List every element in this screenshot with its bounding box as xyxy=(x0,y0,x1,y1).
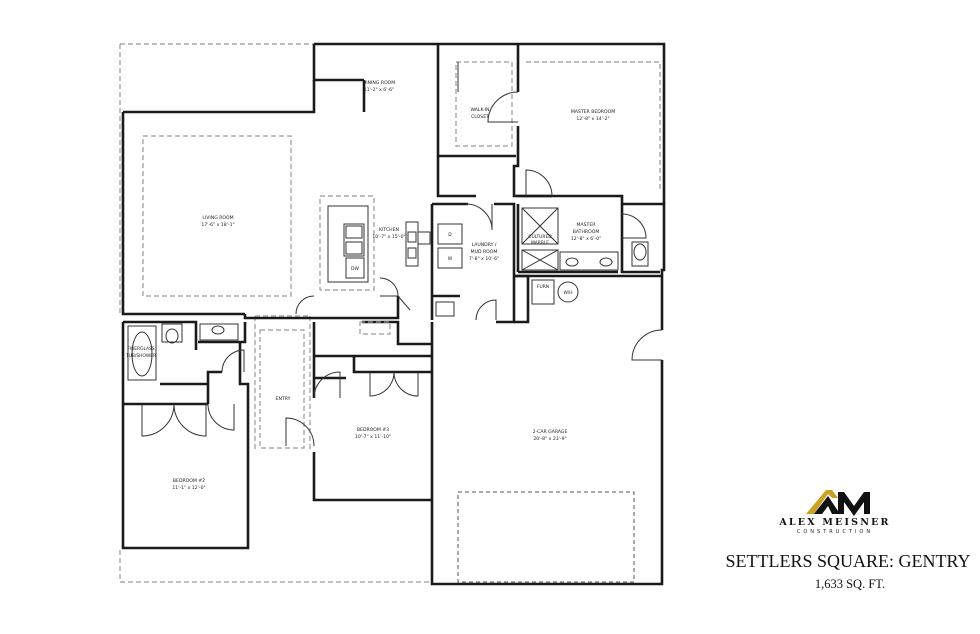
patio-outline xyxy=(119,43,432,583)
ceiling-outlines xyxy=(142,61,661,449)
marble-label: MARBLE xyxy=(531,240,549,246)
am-logo-mark-icon xyxy=(806,490,870,516)
bedroom3-dims: 10'-7" x 11'-10" xyxy=(355,434,391,440)
hall-bath-fixtures xyxy=(127,323,245,381)
closet-doors xyxy=(141,62,519,447)
walk-in-closet-name: WALK-IN xyxy=(471,107,490,113)
laundry-name: LAUNDRY / xyxy=(472,242,497,248)
dryer-label: D xyxy=(448,232,452,238)
garage-fixtures: FURN W/H xyxy=(457,279,663,583)
master-bath-fixtures xyxy=(521,169,649,271)
garage-name: 2-CAR GARAGE xyxy=(533,429,568,435)
bedroom3-name: BEDROOM #3 xyxy=(357,427,389,433)
dining-room-dims: 11'-2" x 6'-6" xyxy=(364,87,394,93)
master-bath-dims: 12'-8" x 6'-0" xyxy=(571,236,601,242)
bedroom2-dims: 11'-1" x 12'-0" xyxy=(172,485,205,491)
entry-name: ENTRY xyxy=(276,396,291,402)
laundry-dims: 7'-8" x 10'-6" xyxy=(469,256,499,262)
room-labels: DINING ROOM 11'-2" x 6'-6" LIVING ROOM 1… xyxy=(125,80,615,491)
living-room-dims: 17'-6" x 18'-1" xyxy=(201,222,234,228)
plan-title: SETTLERS SQUARE: GENTRY xyxy=(725,551,971,571)
washer-label: W xyxy=(448,256,453,262)
laundry-name-2: MUD ROOM xyxy=(471,249,498,255)
laundry-appliances: D W xyxy=(435,203,497,321)
company-subtitle: CONSTRUCTION xyxy=(796,529,874,535)
master-bedroom-dims: 12'-8" x 14'-2" xyxy=(576,116,609,122)
master-bedroom-name: MASTER BEDROOM xyxy=(571,109,615,115)
pantry-door xyxy=(379,277,411,311)
kitchen-counter xyxy=(405,221,431,267)
interior-walls xyxy=(123,44,662,500)
master-bath-name: MASTER xyxy=(577,222,597,228)
furnace-label: FURN xyxy=(537,284,549,290)
company-logo xyxy=(780,484,900,544)
master-bath-name-2: BATHROOM xyxy=(573,229,600,235)
dining-room-name: DINING ROOM xyxy=(363,80,396,86)
water-heater-label: W/H xyxy=(563,290,572,296)
kitchen-dims: 10'-7" x 15'-0" xyxy=(372,234,405,240)
fiberglass-label: FIBERGLASS xyxy=(127,346,154,352)
company-name: ALEX MEISNER xyxy=(779,517,891,528)
garage-dims: 20'-8" x 23'-9" xyxy=(533,436,566,442)
bedroom2-name: BEDROOM #2 xyxy=(173,478,205,484)
exterior-walls xyxy=(121,42,666,586)
kitchen-name: KITCHEN xyxy=(379,227,399,233)
cultured-label: CULTURED xyxy=(528,234,552,240)
living-room-name: LIVING ROOM xyxy=(202,215,233,221)
walk-in-closet-name-2: CLOSET xyxy=(471,114,489,120)
kitchen-island: DW xyxy=(327,205,369,283)
tub-shower-label: TUB/SHOWER xyxy=(125,353,156,359)
square-footage: 1,633 SQ. FT. xyxy=(814,577,886,591)
dishwasher-label: DW xyxy=(351,266,359,272)
